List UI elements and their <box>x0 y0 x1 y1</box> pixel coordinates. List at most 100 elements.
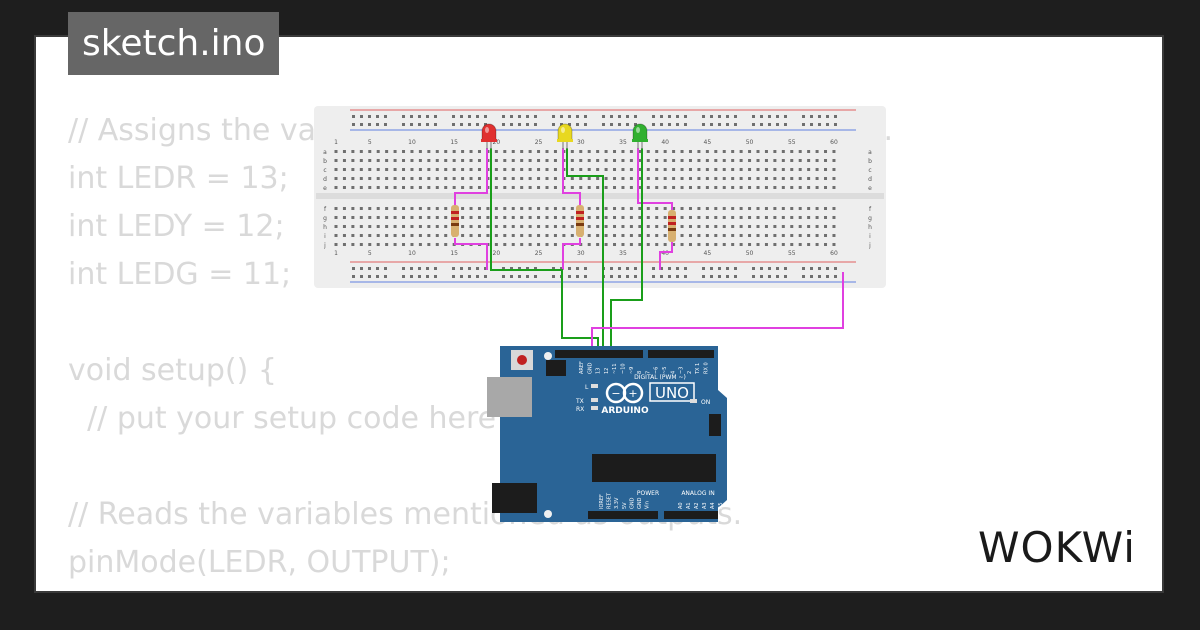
rail-hole <box>484 123 487 126</box>
terminal-hole <box>461 159 465 162</box>
terminal-hole <box>477 186 481 189</box>
rail-hole <box>776 123 779 126</box>
rail-hole <box>752 123 755 126</box>
terminal-hole <box>638 234 642 237</box>
arduino-infinity-logo-right <box>622 382 644 404</box>
terminal-hole <box>807 186 811 189</box>
rail-hole <box>384 275 387 278</box>
terminal-hole <box>764 177 768 180</box>
terminal-hole <box>798 234 802 237</box>
terminal-hole <box>385 234 389 237</box>
pin-label: 13 <box>596 368 602 374</box>
terminal-hole <box>528 159 532 162</box>
terminal-hole <box>613 159 617 162</box>
terminal-hole <box>672 150 676 153</box>
column-label: 25 <box>535 250 543 257</box>
terminal-hole <box>773 243 777 246</box>
terminal-hole <box>731 225 735 228</box>
terminal-hole <box>520 159 524 162</box>
rail-hole <box>576 267 579 270</box>
terminal-hole <box>672 207 676 210</box>
terminal-hole <box>832 177 836 180</box>
terminal-hole <box>393 207 397 210</box>
terminal-hole <box>604 186 608 189</box>
terminal-hole <box>781 216 785 219</box>
terminal-hole <box>798 216 802 219</box>
terminal-hole <box>705 225 709 228</box>
rail-hole <box>384 123 387 126</box>
terminal-hole <box>764 168 768 171</box>
terminal-hole <box>511 216 515 219</box>
pin-label: RESET <box>607 492 613 509</box>
terminal-hole <box>756 216 760 219</box>
terminal-hole <box>587 159 591 162</box>
row-label: j <box>868 242 871 249</box>
rail-hole <box>560 123 563 126</box>
terminal-hole <box>798 159 802 162</box>
terminal-hole <box>773 234 777 237</box>
rail-hole <box>352 123 355 126</box>
terminal-hole <box>638 159 642 162</box>
pin-label: 5V <box>622 502 628 509</box>
terminal-hole <box>748 150 752 153</box>
leds <box>481 123 648 149</box>
terminal-hole <box>537 207 541 210</box>
terminal-hole <box>764 225 768 228</box>
tx-led-label: TX <box>575 398 584 405</box>
rail-hole <box>526 275 529 278</box>
column-label: 60 <box>830 250 838 257</box>
terminal-hole <box>756 177 760 180</box>
rail-hole <box>660 115 663 118</box>
terminal-hole <box>722 186 726 189</box>
terminal-hole <box>402 225 406 228</box>
terminal-hole <box>435 150 439 153</box>
terminal-hole <box>418 225 422 228</box>
terminal-hole <box>756 186 760 189</box>
terminal-hole <box>359 234 363 237</box>
terminal-hole <box>596 207 600 210</box>
reset-button-cap[interactable] <box>517 355 527 365</box>
rail-hole <box>726 267 729 270</box>
rail-hole <box>826 123 829 126</box>
row-label: e <box>323 185 327 192</box>
rail-hole <box>610 267 613 270</box>
terminal-hole <box>553 186 557 189</box>
rail-hole <box>468 275 471 278</box>
led-ledg[interactable] <box>632 123 648 149</box>
plus-glyph: + <box>628 387 637 400</box>
rail-hole <box>434 275 437 278</box>
terminal-hole <box>494 207 498 210</box>
rail-hole <box>568 115 571 118</box>
terminal-hole <box>596 159 600 162</box>
terminal-hole <box>511 186 515 189</box>
column-label: 35 <box>619 250 627 257</box>
terminal-hole <box>781 168 785 171</box>
terminal-hole <box>638 225 642 228</box>
microcontroller-chip <box>592 454 716 482</box>
led-ledr[interactable] <box>481 123 497 149</box>
terminal-hole <box>402 177 406 180</box>
terminal-hole <box>638 216 642 219</box>
rail-hole <box>460 267 463 270</box>
breadboard-center-channel <box>316 193 884 199</box>
terminal-hole <box>427 234 431 237</box>
terminal-hole <box>663 177 667 180</box>
terminal-hole <box>511 177 515 180</box>
terminal-hole <box>807 150 811 153</box>
rail-hole <box>684 267 687 270</box>
rail-hole <box>460 123 463 126</box>
terminal-hole <box>444 207 448 210</box>
terminal-hole <box>477 225 481 228</box>
file-tab[interactable]: sketch.ino <box>68 12 280 75</box>
column-label: 1 <box>334 139 338 146</box>
terminal-hole <box>621 225 625 228</box>
terminal-hole <box>342 216 346 219</box>
rail-hole <box>668 275 671 278</box>
terminal-hole <box>393 168 397 171</box>
terminal-hole <box>520 234 524 237</box>
terminal-hole <box>427 177 431 180</box>
led-ledy[interactable] <box>557 123 573 149</box>
rail-hole <box>452 115 455 118</box>
